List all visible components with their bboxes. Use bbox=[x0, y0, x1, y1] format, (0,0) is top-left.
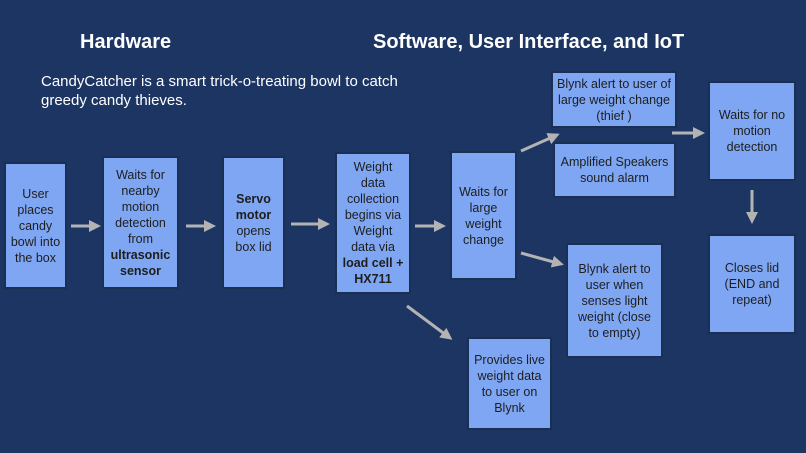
box-blynk-thief-alert: Blynk alert to user of large weight chan… bbox=[551, 71, 677, 128]
box-wait-no-motion: Waits for no motion detection bbox=[708, 81, 796, 181]
box-blynk-empty-alert: Blynk alert to user when senses light we… bbox=[566, 243, 663, 358]
software-heading: Software, User Interface, and IoT bbox=[373, 31, 685, 53]
box-user-places-bowl: User places candy bowl into the box bbox=[4, 162, 67, 289]
arrow-weight-to-live bbox=[406, 304, 453, 340]
arrow-wait-to-blynk-empty bbox=[520, 251, 564, 268]
box-wait-motion: Waits for nearby motion detection from u… bbox=[102, 156, 179, 289]
box-servo-motor: Servo motor opens box lid bbox=[222, 156, 285, 289]
arrow-wait-to-blynk-thief bbox=[520, 133, 560, 153]
box-live-weight-data: Provides live weight data to user on Bly… bbox=[467, 337, 552, 430]
box-weight-collection: Weight data collection begins via Weight… bbox=[335, 152, 411, 294]
box-speakers-alarm: Amplified Speakers sound alarm bbox=[553, 142, 676, 198]
box-wait-weight-change: Waits for large weight change bbox=[450, 151, 517, 280]
box-close-lid: Closes lid (END and repeat) bbox=[708, 234, 796, 334]
intro-text: CandyCatcher is a smart trick-o-treating… bbox=[41, 73, 398, 109]
hardware-heading: Hardware bbox=[80, 31, 172, 53]
